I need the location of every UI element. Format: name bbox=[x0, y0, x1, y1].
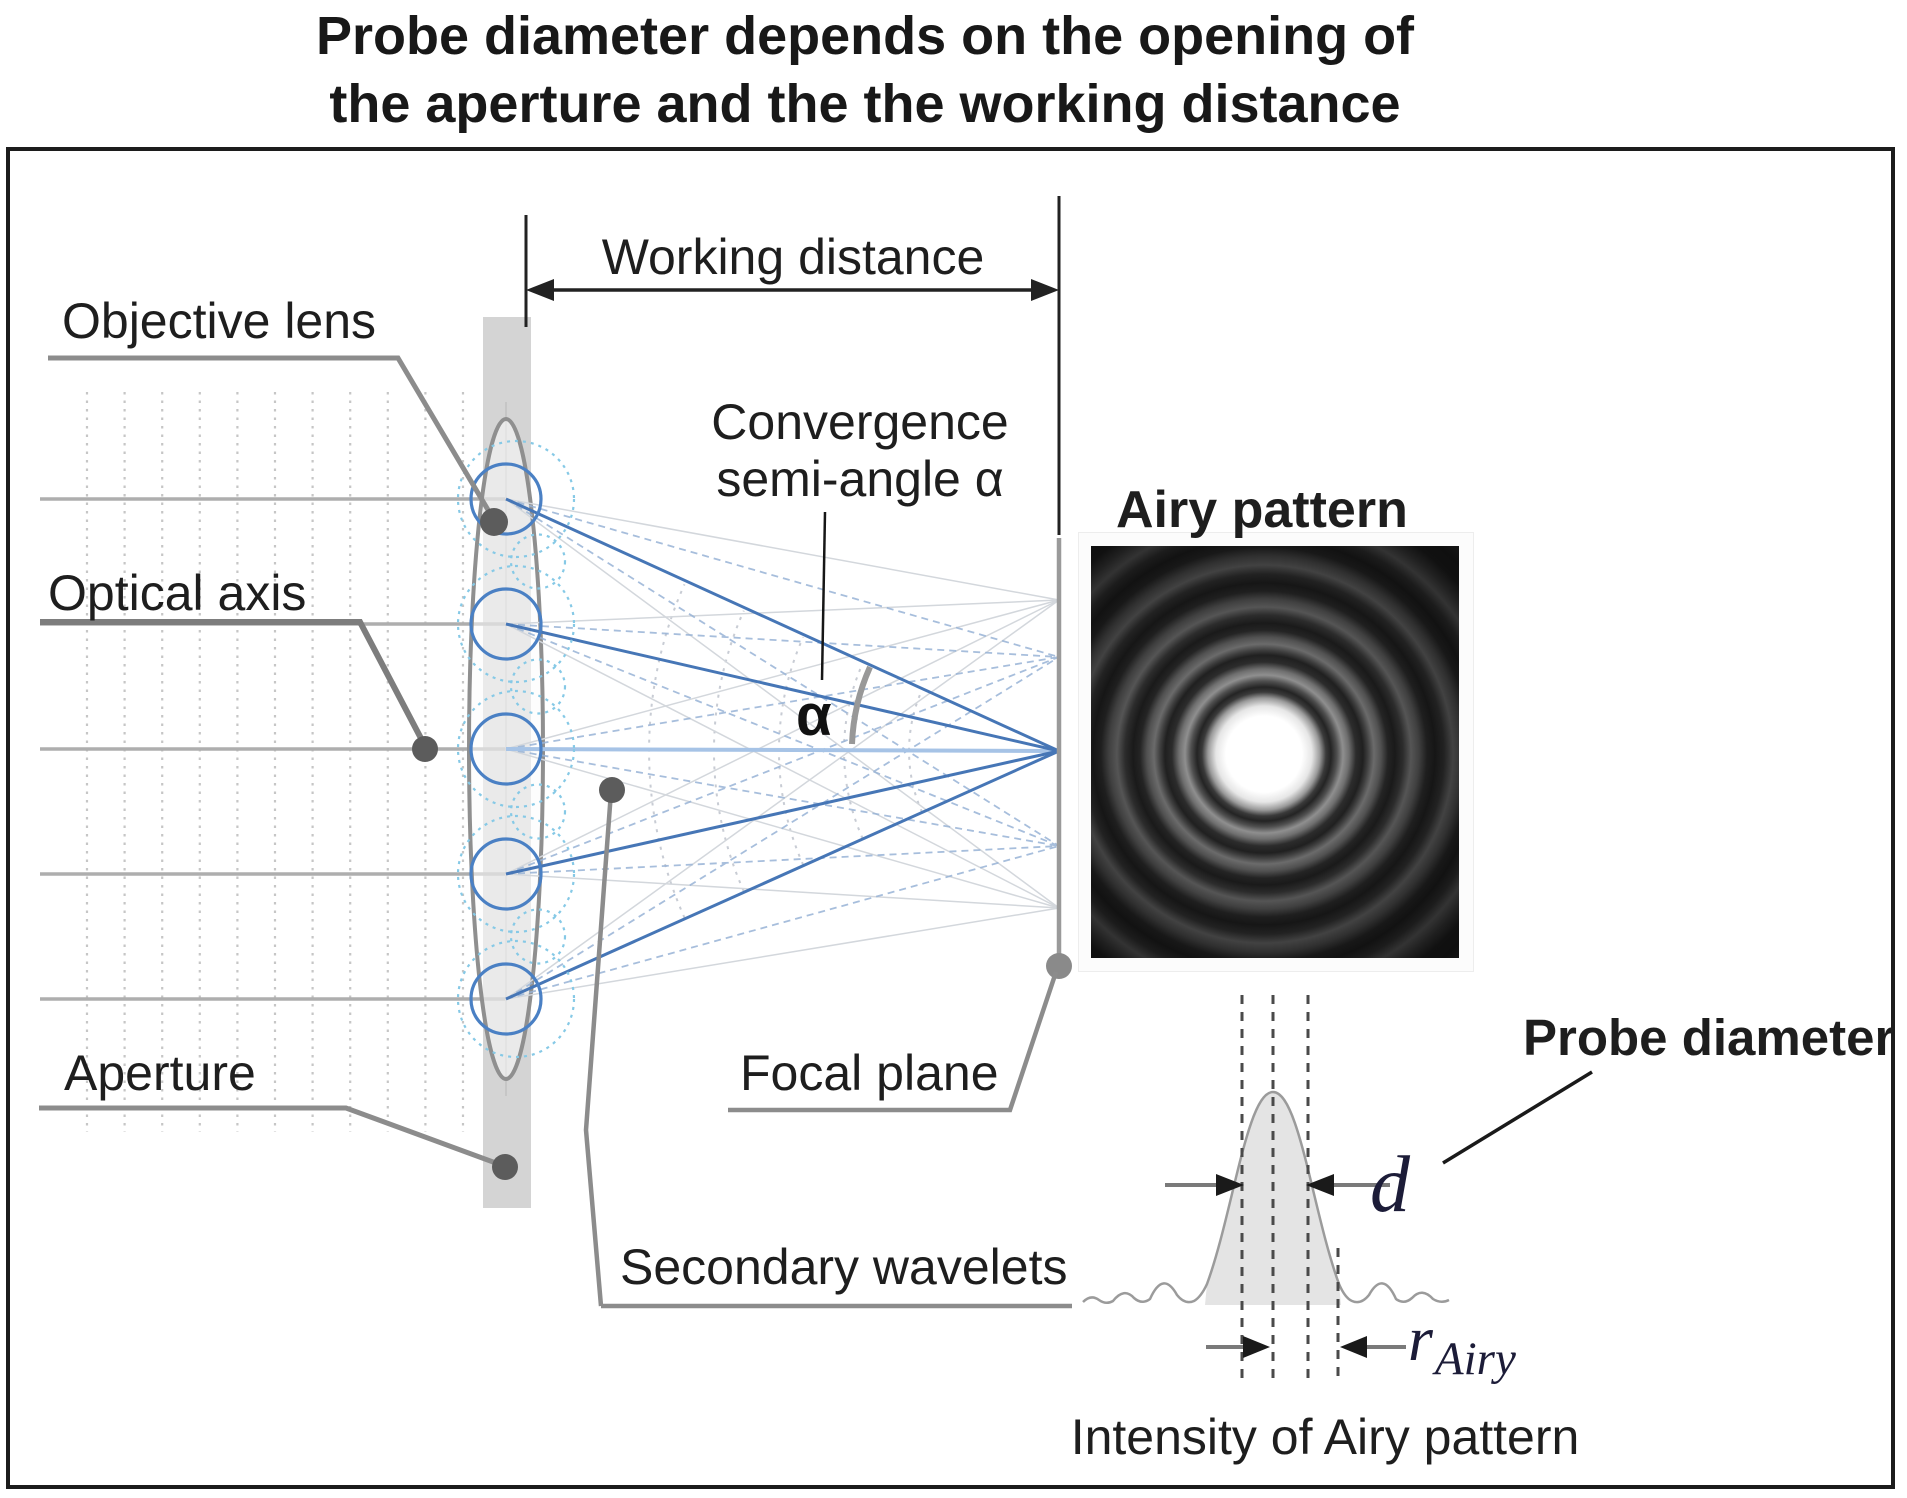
convergence-label-line2: semi-angle α bbox=[716, 451, 1004, 507]
figure-title-line2: the aperture and the the working distanc… bbox=[329, 74, 1401, 134]
plane-wave-dotted-lines bbox=[85, 392, 465, 1132]
wavelet-source-circles bbox=[469, 462, 543, 1036]
diffracted-rays-dashed bbox=[505, 498, 1060, 1000]
optical-axis-label: Optical axis bbox=[48, 565, 307, 621]
secondary-wavelets-label: Secondary wavelets bbox=[620, 1239, 1068, 1295]
r-airy-symbol: r bbox=[1408, 1303, 1433, 1374]
rairy-measure-arrows bbox=[1206, 1336, 1406, 1358]
objective-lens-leader bbox=[48, 355, 497, 522]
arrow-right-icon bbox=[1031, 279, 1059, 301]
focal-plane-leader bbox=[728, 971, 1059, 1113]
d-arrow-right-icon bbox=[1216, 1174, 1244, 1196]
convergence-label-line1: Convergence bbox=[711, 394, 1009, 450]
focal-plane-dot bbox=[1046, 953, 1072, 979]
airy-pattern-card bbox=[1078, 532, 1474, 972]
rairy-arrow-right-icon bbox=[1243, 1336, 1270, 1358]
aperture-leader bbox=[39, 1105, 505, 1169]
optical-axis-dot bbox=[412, 736, 438, 762]
r-airy-label: rAiry bbox=[1408, 1302, 1516, 1385]
label-leaders bbox=[39, 355, 1072, 1309]
intensity-dashed-guides bbox=[1240, 995, 1340, 1380]
airy-pattern-image bbox=[1091, 546, 1459, 958]
objective-lens-dot bbox=[480, 508, 508, 536]
axis-ray bbox=[505, 747, 1060, 753]
working-distance-dimension bbox=[524, 196, 1061, 535]
airy-pattern-label: Airy pattern bbox=[1116, 481, 1408, 539]
alpha-symbol: α bbox=[796, 683, 832, 748]
probe-diameter-leader bbox=[1442, 1070, 1593, 1165]
optical-axis-leader bbox=[40, 619, 428, 748]
probe-diameter-label: Probe diameter bbox=[1523, 1009, 1895, 1066]
intensity-profile bbox=[1082, 995, 1450, 1380]
intensity-curve bbox=[1082, 1090, 1450, 1304]
objective-lens-label: Objective lens bbox=[62, 293, 377, 349]
aperture-dot bbox=[492, 1154, 518, 1180]
diagram-frame bbox=[6, 147, 1895, 1489]
secondary-wavelets-leader-up bbox=[583, 791, 614, 1307]
convergence-leader-line bbox=[820, 511, 827, 681]
secondary-wavelets-dot bbox=[599, 777, 625, 803]
intensity-caption: Intensity of Airy pattern bbox=[1070, 1409, 1580, 1465]
rairy-arrow-left-icon bbox=[1340, 1336, 1367, 1358]
working-distance-label: Working distance bbox=[601, 229, 985, 285]
arrow-left-icon bbox=[526, 279, 554, 301]
aperture-label: Aperture bbox=[64, 1045, 256, 1101]
secondary-wavelet-arcs bbox=[456, 439, 576, 1059]
figure-title: Probe diameter depends on the opening of… bbox=[0, 2, 1730, 138]
convergence-semi-angle-label: Convergence semi-angle α bbox=[640, 394, 1080, 508]
alpha-angle-arc bbox=[849, 665, 873, 745]
r-airy-subscript: Airy bbox=[1434, 1333, 1516, 1385]
focal-plane-label: Focal plane bbox=[740, 1045, 999, 1101]
d-label: d bbox=[1370, 1141, 1410, 1229]
figure-title-line1: Probe diameter depends on the opening of bbox=[315, 6, 1415, 66]
d-arrow-left-icon bbox=[1306, 1174, 1334, 1196]
d-measure-arrows bbox=[1165, 1174, 1390, 1196]
